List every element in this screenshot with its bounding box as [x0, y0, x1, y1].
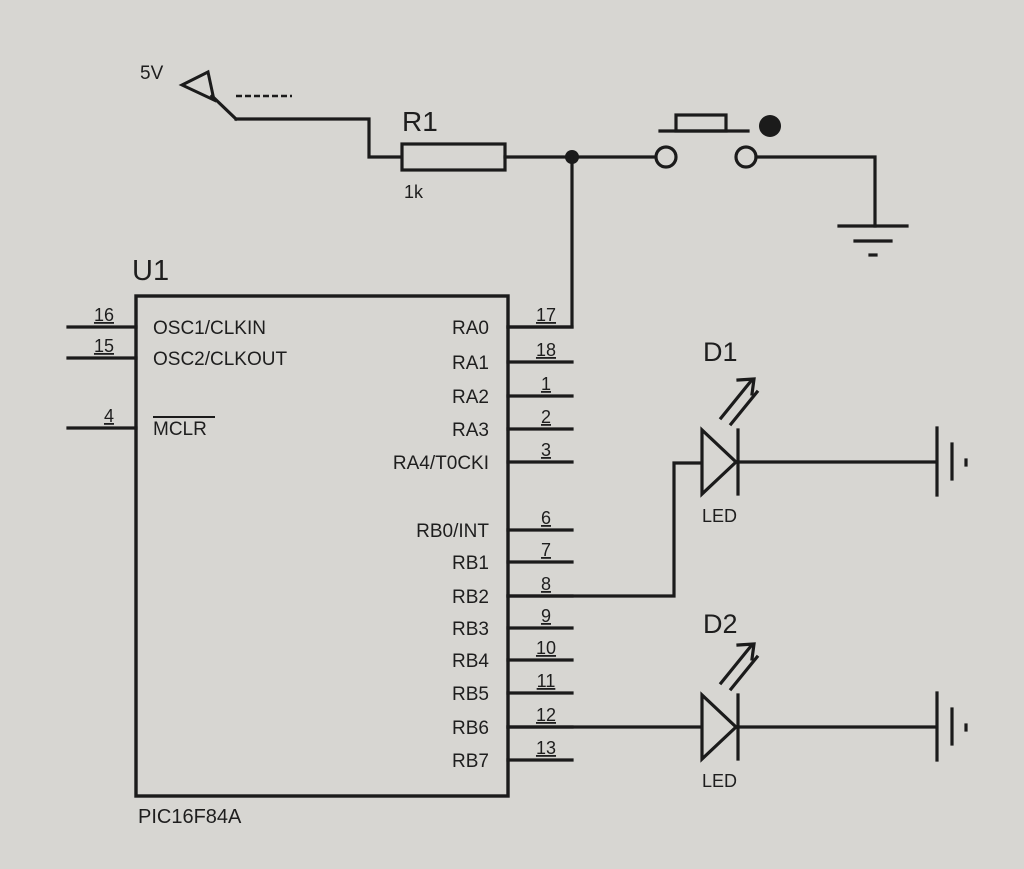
led1-emit-arrows-icon	[718, 377, 760, 427]
pin-number: 2	[541, 407, 551, 427]
pin-name: RB5	[452, 684, 489, 705]
wire-supply-to-r1	[234, 117, 402, 159]
pin-name: RB7	[452, 751, 489, 772]
pin-name: RB1	[452, 553, 489, 574]
push-button-switch	[654, 113, 781, 169]
pin-number: 15	[94, 336, 114, 356]
pin-number: 12	[536, 705, 556, 725]
pin-name: RB3	[452, 619, 489, 640]
supply-arrow-symbol	[178, 69, 292, 122]
pin-name: RA4/T0CKI	[393, 453, 489, 474]
pin-number: 11	[537, 671, 556, 691]
pin-name: RA3	[452, 420, 489, 441]
pin-name: RA1	[452, 353, 489, 374]
pin-number: 10	[536, 638, 556, 658]
pin-number: 9	[541, 606, 551, 626]
led2-emit-arrows-icon	[718, 642, 760, 692]
chip-ref: U1	[132, 255, 169, 287]
chip-part: PIC16F84A	[138, 806, 242, 828]
pin-name: RB4	[452, 651, 489, 672]
pin-number: 13	[536, 738, 556, 758]
pin-number: 3	[541, 440, 551, 460]
pin-number: 1	[541, 374, 551, 394]
pin-name: OSC1/CLKIN	[153, 318, 266, 339]
pin-number: 4	[104, 406, 114, 426]
pin-name: MCLR	[153, 419, 207, 440]
led2-ref: D2	[703, 609, 738, 639]
d2-ground-symbol	[935, 691, 968, 762]
led1-ref: D1	[703, 337, 738, 367]
pin-number: 8	[541, 574, 551, 594]
pin-name: RA0	[452, 318, 489, 339]
pin-number: 18	[536, 340, 556, 360]
wire-rb2-to-d1	[506, 461, 702, 598]
led2-type: LED	[702, 771, 737, 791]
chip-body	[134, 294, 510, 798]
pin-number: 17	[536, 305, 556, 325]
pin-name: RB0/INT	[416, 521, 489, 542]
pin-name: OSC2/CLKOUT	[153, 349, 287, 370]
led1-type: LED	[702, 506, 737, 526]
supply-label: 5V	[140, 63, 164, 84]
pin-name: RB2	[452, 587, 489, 608]
pin-name: RB6	[452, 718, 489, 739]
pin-number: 6	[541, 508, 551, 528]
pin-number: 16	[94, 305, 114, 325]
pin-number: 7	[541, 540, 551, 560]
resistor-value: 1k	[404, 182, 424, 202]
wire-switch-to-ground	[754, 155, 877, 228]
d1-ground-symbol	[935, 426, 968, 497]
pin-name: RA2	[452, 387, 489, 408]
ground-symbol	[837, 224, 909, 257]
resistor-ref: R1	[402, 106, 438, 137]
